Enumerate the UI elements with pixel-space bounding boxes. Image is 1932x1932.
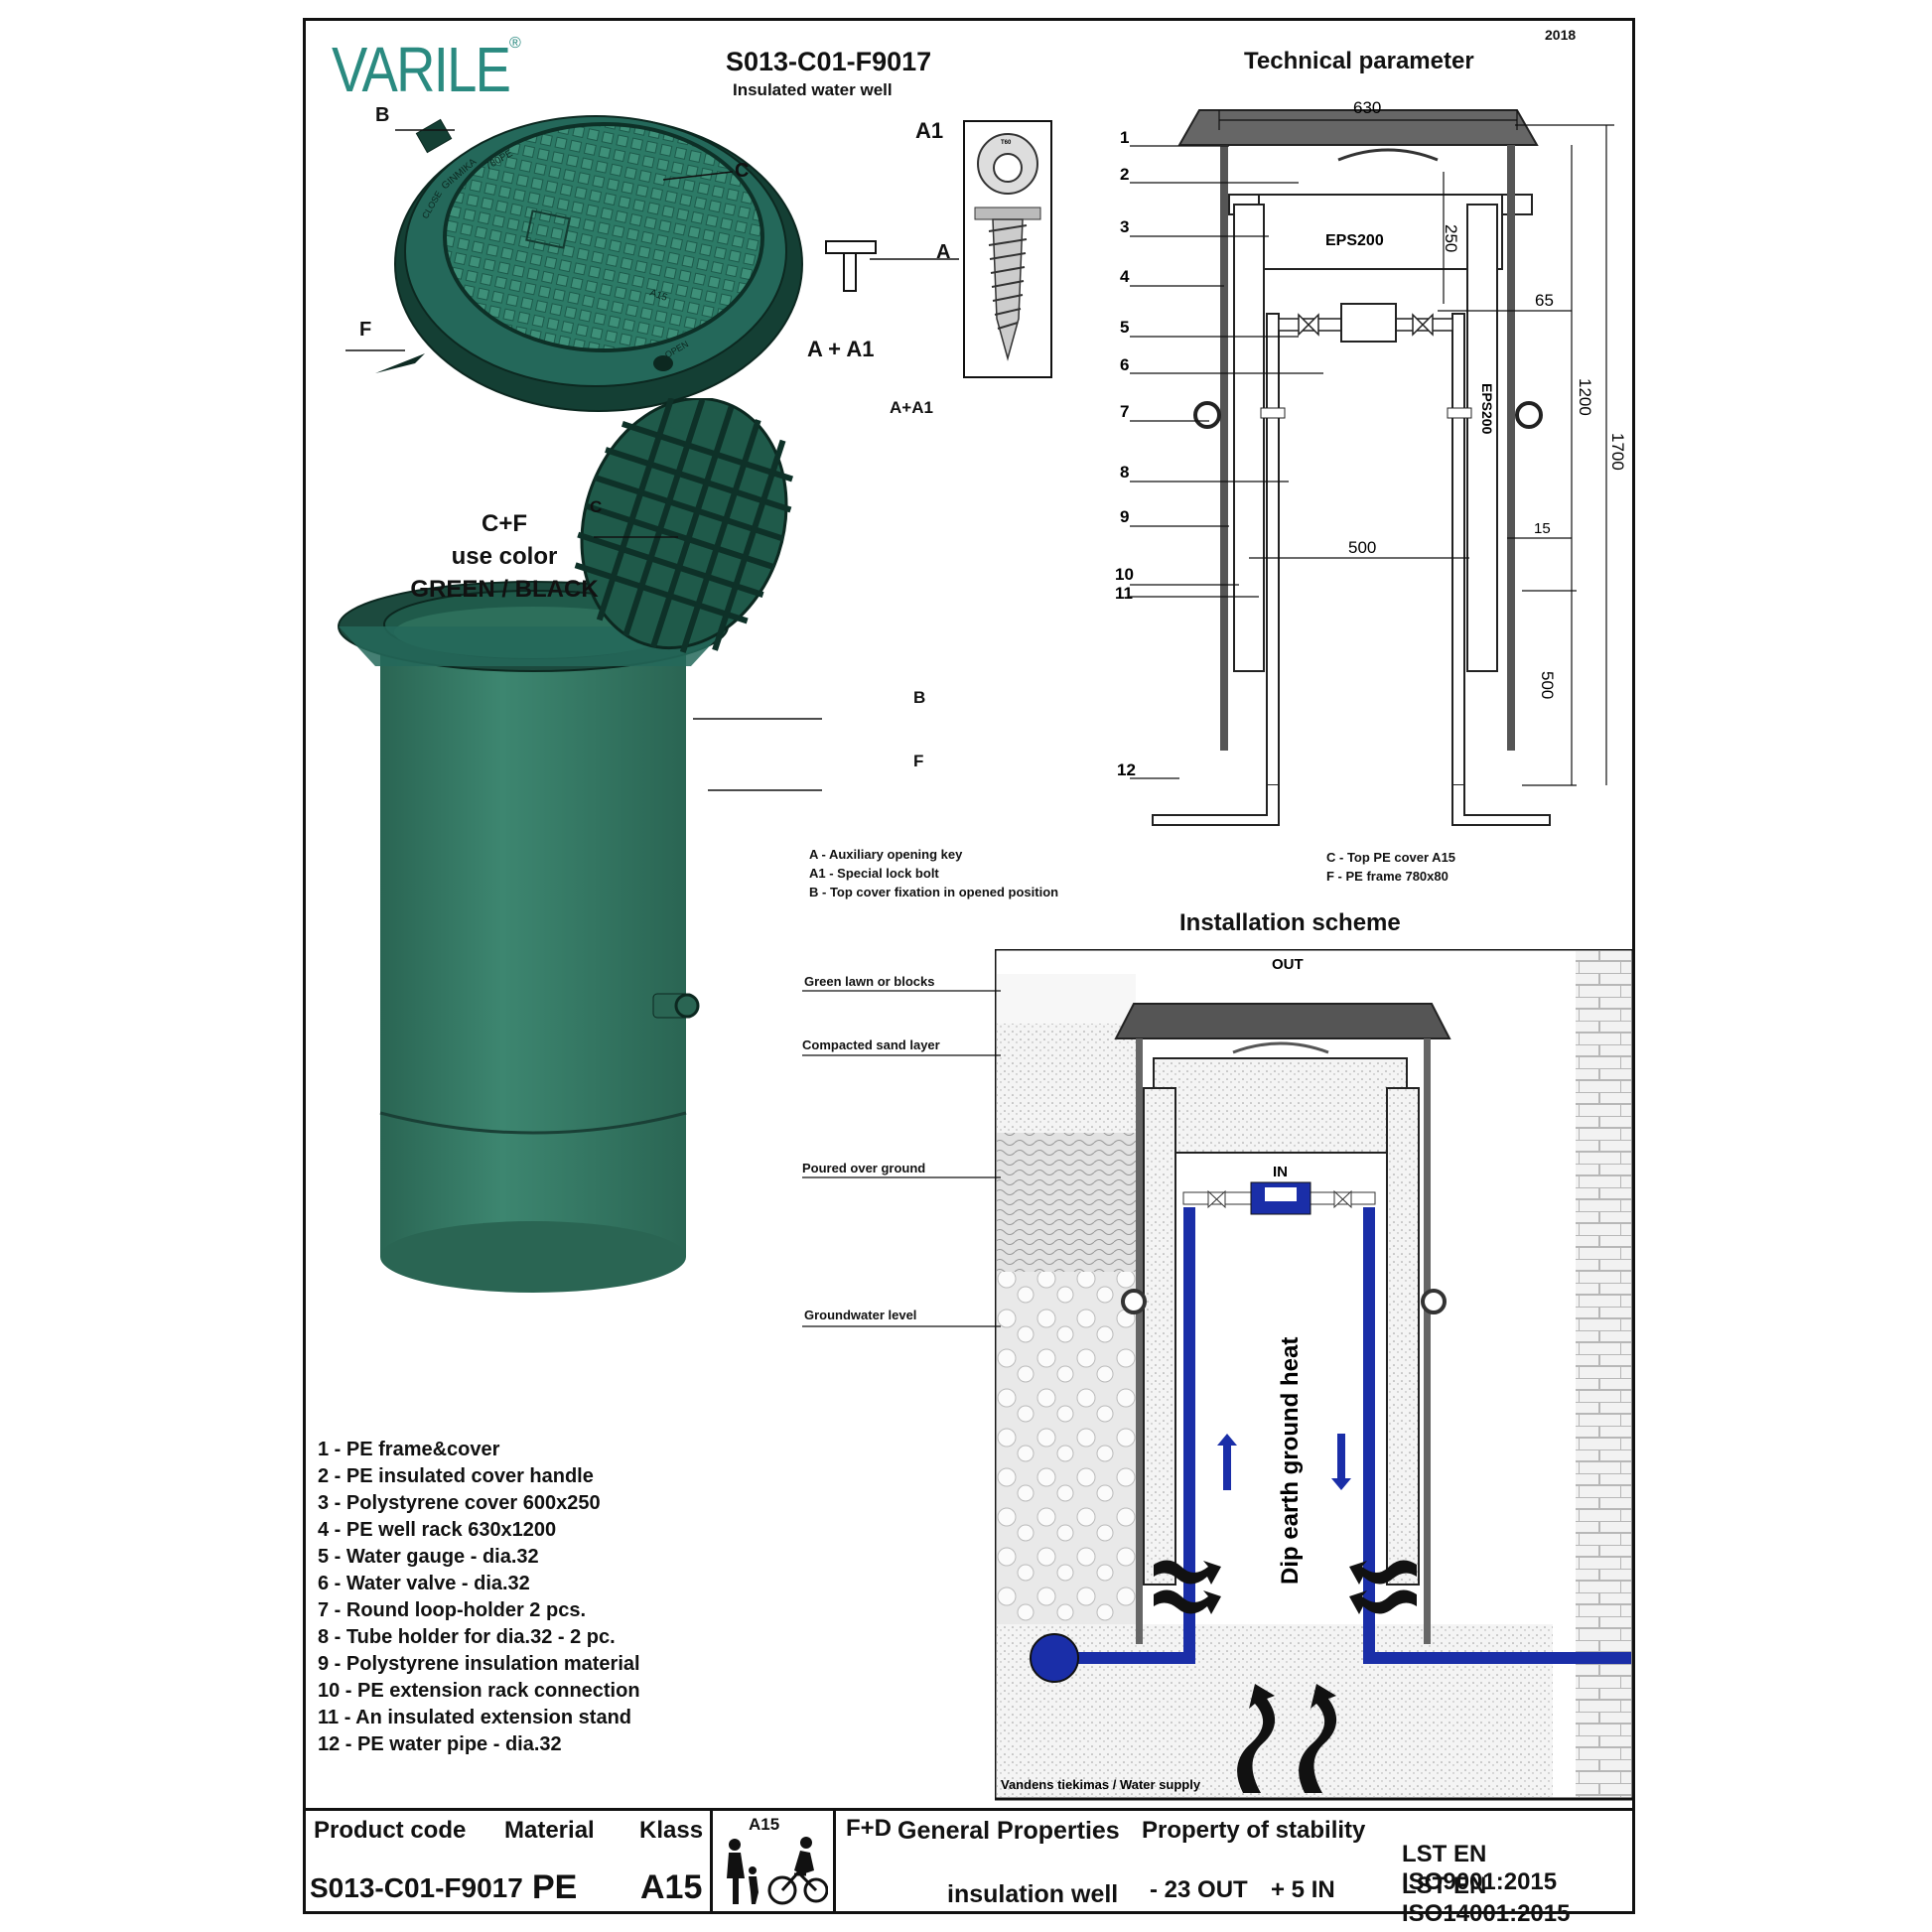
- callout-a1: A1: [915, 118, 944, 143]
- layer-green-lawn: Green lawn or blocks: [804, 974, 935, 989]
- torx-label: T60: [1001, 140, 1012, 146]
- installation-scheme: OUT IN Dip earth ground heat Vandens tie…: [995, 949, 1635, 1801]
- color-note-line-3: GREEN / BLACK: [410, 576, 599, 603]
- out-label: OUT: [1272, 956, 1304, 973]
- water-supply-label: Vandens tiekimas / Water supply: [1001, 1777, 1201, 1792]
- lock-bolt-detail: T60: [963, 120, 1052, 378]
- ground-heat-label: Dip earth ground heat: [1277, 1337, 1304, 1585]
- legend-item-2: 2 - PE insulated cover handle: [318, 1465, 594, 1487]
- layer-compacted-sand: Compacted sand layer: [802, 1037, 940, 1052]
- stability-out: - 23 OUT: [1150, 1876, 1248, 1903]
- callout-a: A: [936, 241, 951, 263]
- pedestrian-cyclist-icon: [727, 1837, 828, 1905]
- parts-notes-right: C - Top PE cover A15 F - PE frame 780x80: [1326, 848, 1455, 886]
- note-c: C - Top PE cover A15: [1326, 850, 1456, 865]
- tech-num-3: 3: [1120, 217, 1129, 236]
- cover-top-view: GINMIKA 780PE A15 OPEN CLOSE: [345, 115, 803, 412]
- callout-f: F: [359, 319, 372, 341]
- tech-parameter-title: Technical parameter: [1244, 48, 1474, 74]
- material-value: PE: [532, 1868, 578, 1906]
- tech-num-12: 12: [1117, 760, 1136, 779]
- tech-num-8: 8: [1120, 463, 1129, 482]
- product-code-value: S013-C01-F9017: [310, 1872, 523, 1903]
- in-label: IN: [1273, 1164, 1288, 1180]
- tech-num-10: 10: [1115, 565, 1134, 584]
- dim-wall: 65: [1535, 291, 1554, 310]
- dim-lid-height: 250: [1442, 224, 1460, 252]
- brand-logo: VARILE: [332, 34, 511, 105]
- dim-total-height: 1700: [1608, 433, 1627, 471]
- year-label: 2018: [1545, 27, 1577, 43]
- color-note: C+F use color GREEN / BLACK: [405, 507, 604, 606]
- iso-9001: LST EN ISO9001:2015: [1402, 1841, 1558, 1895]
- tech-num-7: 7: [1120, 402, 1129, 421]
- note-a1: A1 - Special lock bolt: [809, 866, 939, 881]
- legend-item-11: 11 - An insulated extension stand: [318, 1707, 631, 1728]
- title-block: Product code Material Klass S013-C01-F90…: [306, 1808, 1632, 1927]
- legend-item-8: 8 - Tube holder for dia.32 - 2 pc.: [318, 1626, 616, 1648]
- layer-groundwater: Groundwater level: [804, 1308, 917, 1322]
- dim-gap: 15: [1534, 520, 1551, 537]
- callout-a-a1-open: A+A1: [890, 398, 933, 417]
- legend-item-3: 3 - Polystyrene cover 600x250: [318, 1492, 601, 1514]
- stability-in: + 5 IN: [1271, 1876, 1335, 1903]
- stability-label: Property of stability: [1142, 1817, 1366, 1844]
- eps-label-plug: EPS200: [1325, 232, 1384, 249]
- callout-a-a1: A + A1: [807, 337, 875, 361]
- legend-item-5: 5 - Water gauge - dia.32: [318, 1546, 539, 1568]
- note-f: F - PE frame 780x80: [1326, 869, 1449, 884]
- legend-item-4: 4 - PE well rack 630x1200: [318, 1519, 557, 1541]
- callout-c-open: C: [590, 497, 603, 516]
- class-icon-label: A15: [749, 1815, 780, 1834]
- legend-item-9: 9 - Polystyrene insulation material: [318, 1653, 640, 1675]
- technical-drawing: 1 2 3 4 5 6 7 8 9 10 11 12 630 250 65 12…: [1115, 98, 1627, 826]
- material-label: Material: [504, 1817, 595, 1844]
- callout-c: C: [735, 160, 750, 182]
- drawing-code: S013-C01-F9017: [726, 47, 932, 76]
- general-value: insulation well: [947, 1880, 1119, 1908]
- legend-item-1: 1 - PE frame&cover: [318, 1439, 500, 1460]
- callout-f-open: F: [913, 752, 924, 770]
- drawing-subtitle: Insulated water well: [733, 80, 893, 99]
- tech-num-6: 6: [1120, 355, 1129, 374]
- tech-num-5: 5: [1120, 318, 1129, 337]
- opening-key-icon: [825, 240, 877, 292]
- iso-14001: LST EN ISO14001:2015: [1402, 1872, 1571, 1927]
- color-note-line-2: use color: [451, 543, 558, 570]
- klass-label: Klass: [639, 1817, 704, 1844]
- well-3d-view: [338, 398, 822, 1293]
- tech-num-2: 2: [1120, 165, 1129, 184]
- dim-extension: 500: [1538, 671, 1557, 699]
- dim-width: 630: [1353, 98, 1381, 117]
- callout-b-open: B: [913, 688, 926, 707]
- registered-mark: ®: [509, 35, 521, 52]
- tech-num-9: 9: [1120, 507, 1129, 526]
- general-properties-label: General Properties: [897, 1817, 1120, 1845]
- legend-item-7: 7 - Round loop-holder 2 pcs.: [318, 1599, 586, 1621]
- eps-label-side: EPS200: [1479, 383, 1495, 435]
- installation-title: Installation scheme: [1179, 909, 1401, 936]
- legend-item-12: 12 - PE water pipe - dia.32: [318, 1733, 562, 1755]
- callout-b: B: [375, 104, 390, 126]
- color-note-line-1: C+F: [481, 510, 527, 537]
- dim-inner: 500: [1348, 538, 1376, 557]
- klass-value: A15: [640, 1868, 703, 1906]
- dim-rack-height: 1200: [1576, 378, 1594, 416]
- layer-poured-ground: Poured over ground: [802, 1161, 926, 1175]
- note-a: A - Auxiliary opening key: [809, 847, 963, 862]
- note-b: B - Top cover fixation in opened positio…: [809, 885, 1059, 899]
- parts-legend: 1 - PE frame&cover 2 - PE insulated cove…: [318, 1439, 640, 1760]
- tech-num-4: 4: [1120, 267, 1130, 286]
- tech-num-11: 11: [1115, 584, 1133, 603]
- drawing-sheet: VARILE ® 2018 S013-C01-F9017 Insulated w…: [303, 18, 1635, 1927]
- fd-label: F+D: [846, 1815, 893, 1842]
- parts-notes-left: A - Auxiliary opening key A1 - Special l…: [809, 845, 1058, 901]
- legend-item-10: 10 - PE extension rack connection: [318, 1680, 640, 1702]
- tech-num-1: 1: [1120, 128, 1129, 147]
- product-code-label: Product code: [314, 1817, 467, 1844]
- legend-item-6: 6 - Water valve - dia.32: [318, 1573, 530, 1594]
